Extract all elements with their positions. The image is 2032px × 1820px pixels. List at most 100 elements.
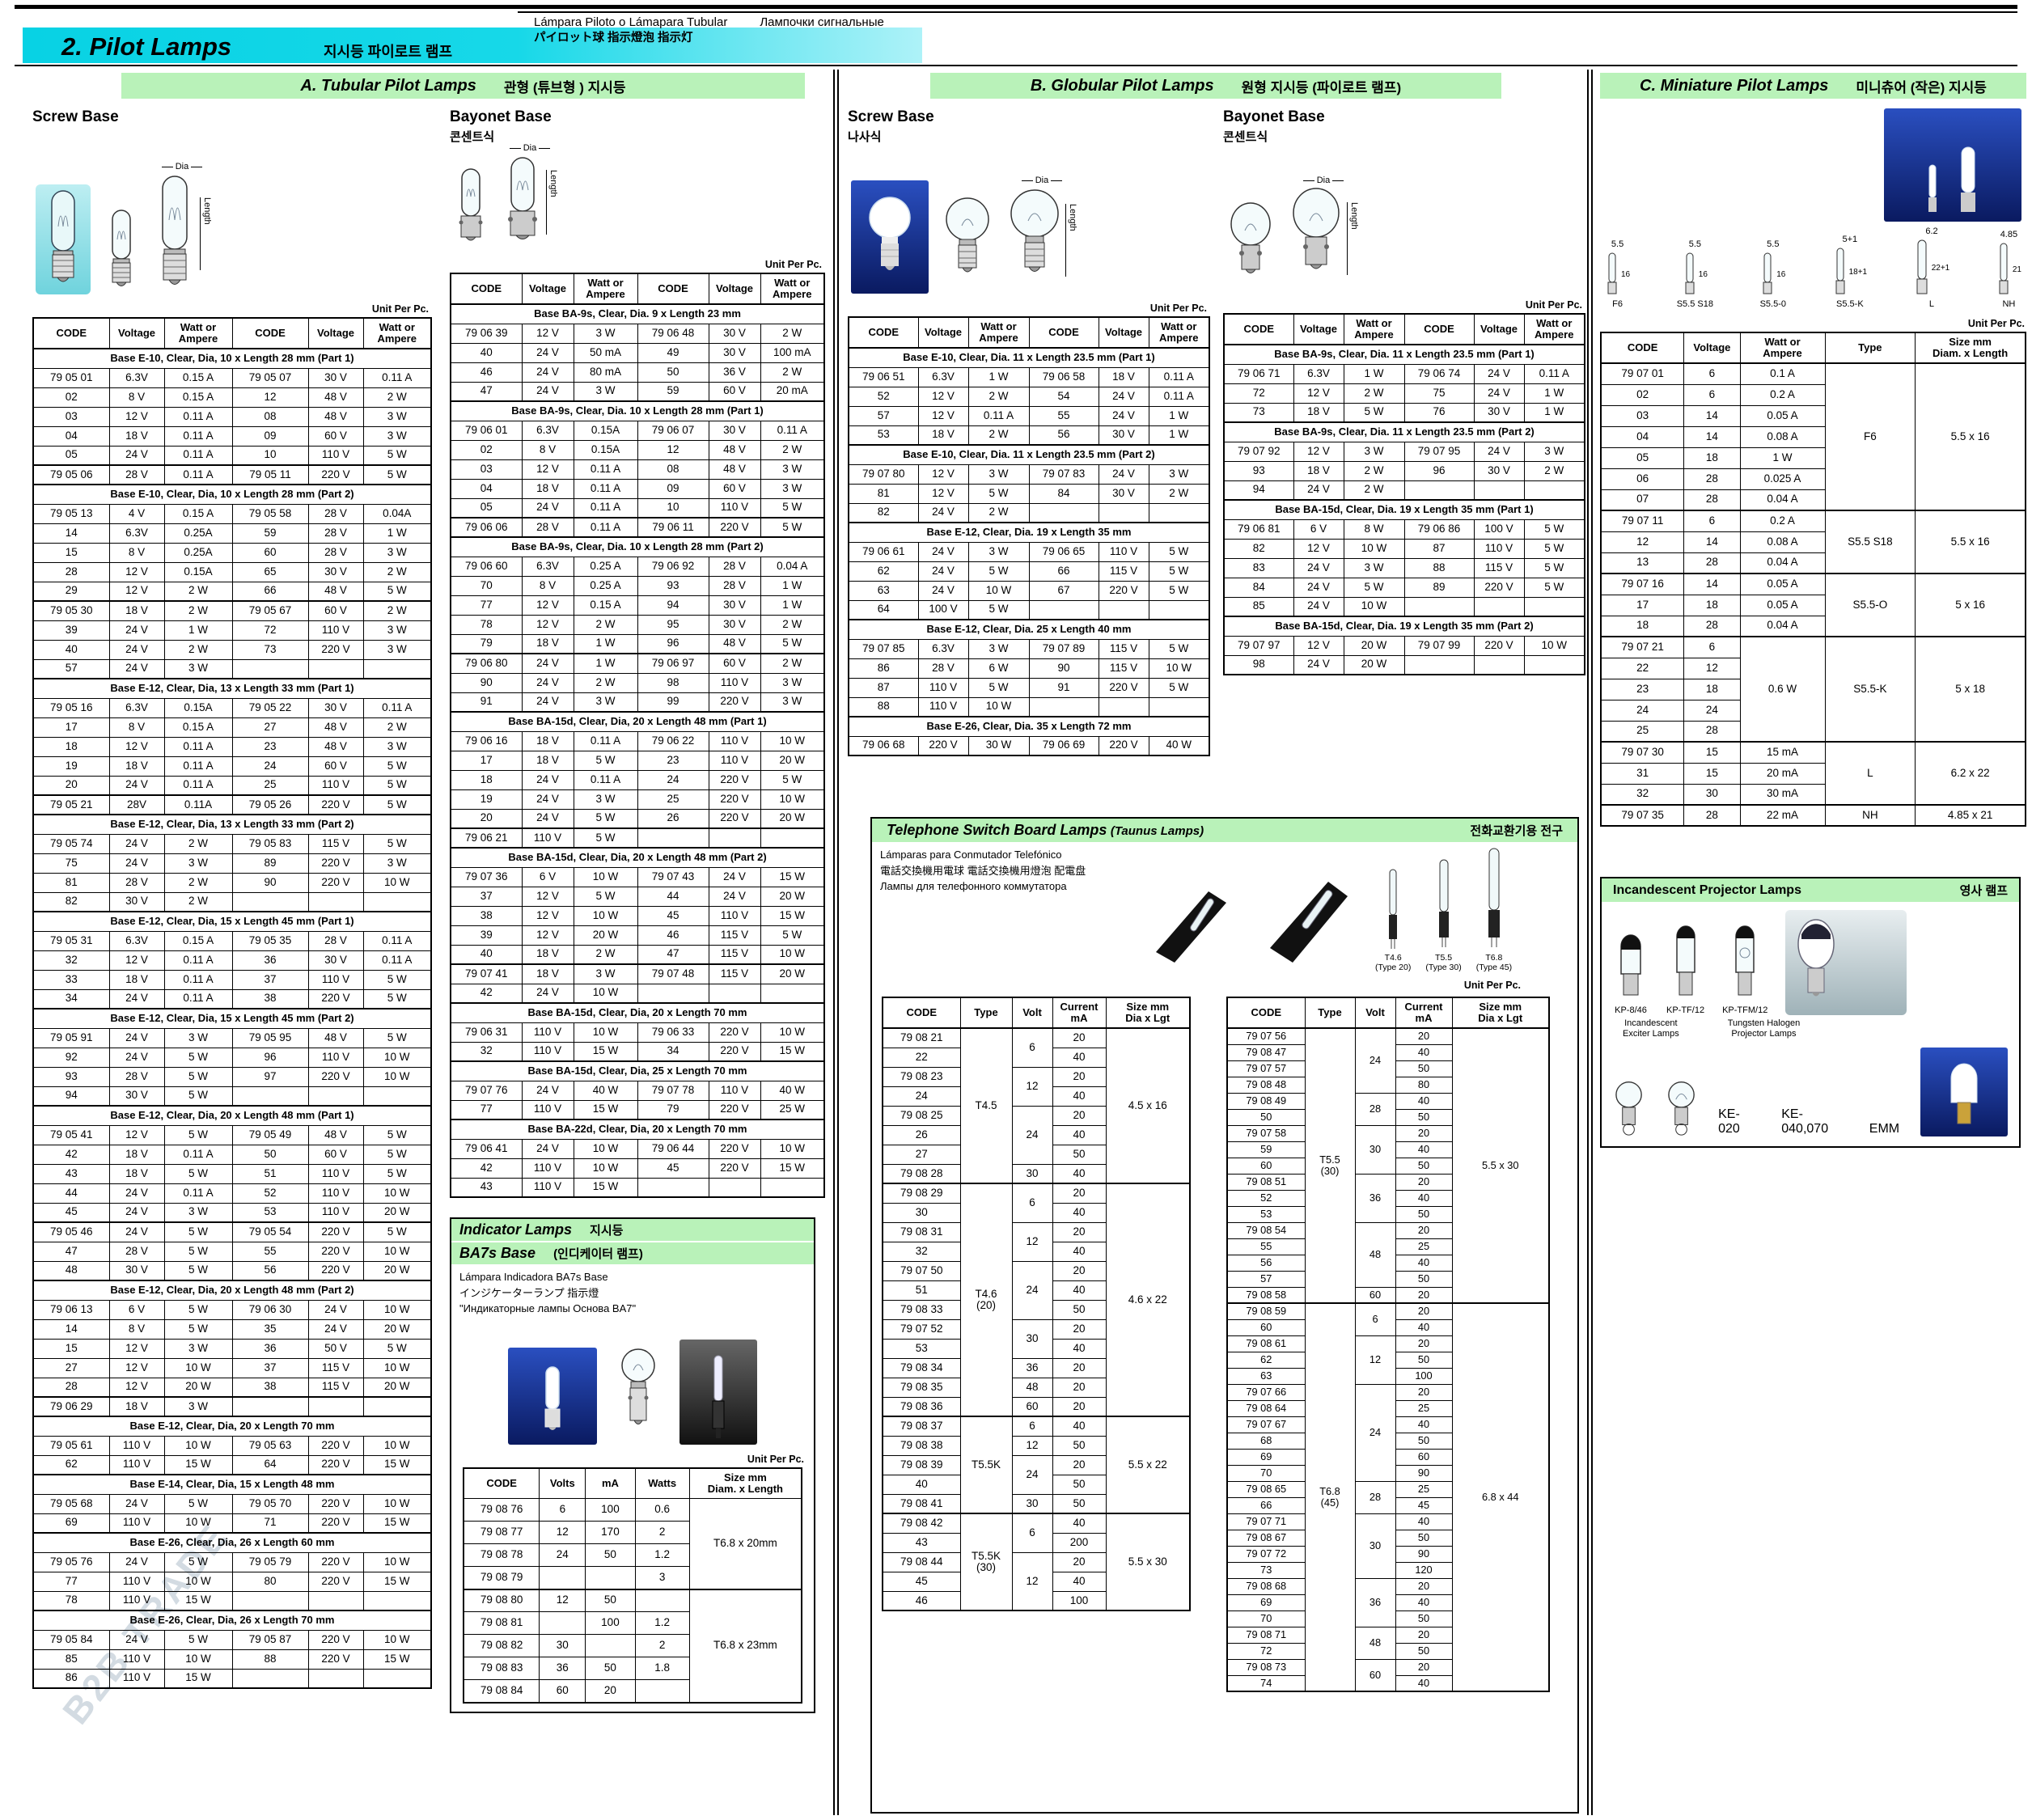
table-cell: 100 V (1474, 519, 1524, 539)
table-cell: 20 mA (760, 382, 824, 401)
spec-row: 69110 V10 W71220 V15 W (33, 1513, 431, 1533)
table-cell: 5 W (363, 970, 431, 989)
table-cell: 94 (1224, 480, 1293, 500)
table-cell: 09 (232, 426, 308, 446)
table-cell: 30 V (109, 1261, 164, 1280)
column-header: CODE (1404, 314, 1474, 345)
table-cell: 0.04A (363, 504, 431, 523)
table-cell: 115 V (1474, 558, 1524, 578)
column-header: Volt (1355, 997, 1395, 1028)
length-dimension: Length (1347, 202, 1359, 275)
block-title-row: Base BA-15d, Clear, Dia. 19 x Length 35 … (1224, 500, 1585, 519)
table-cell: 24 V (522, 673, 574, 692)
volt-cell: 6 (1012, 1183, 1052, 1222)
spec-row: 79 08 59T6.8(45)6206.8 x 44 (1227, 1303, 1549, 1319)
spec-row: 9124 V3 W99220 V3 W (451, 692, 824, 712)
block-title-row: Base BA-15d, Clear, Dia, 20 x Length 48 … (451, 848, 824, 867)
indicator-lamps-title-band: Indicator Lamps 지시등 (451, 1219, 814, 1241)
spec-row: 79 05 166.3V0.15A79 05 2230 V0.11 A (33, 698, 431, 717)
size-cell: 5.5 x 30 (1106, 1513, 1190, 1610)
table-cell: 12 (1601, 531, 1684, 552)
telephone-descriptions: Lámparas para Conmutador Telefónico 電話交換… (872, 842, 1139, 899)
table-cell: 220 V (308, 1572, 363, 1591)
spec-row: 9824 V20 W (1224, 655, 1585, 675)
table-cell: 42 (451, 984, 522, 1003)
table-cell: 67 (1029, 581, 1099, 600)
table-cell: 79 05 74 (33, 834, 109, 853)
base-spec-title: Base BA-15d, Clear, Dia. 19 x Length 35 … (1224, 500, 1585, 519)
telephone-description-cjk: 電話交換機用電球 電話交換機用燈泡 配電盘 (880, 863, 1131, 879)
table-cell: 24 V (1099, 406, 1149, 425)
table-cell: 220 V (709, 1100, 760, 1120)
spec-row: 7524 V3 W89220 V3 W (33, 853, 431, 873)
bayonet-base-spec-tables: CODEVoltageWatt orAmpereCODEVoltageWatt … (450, 273, 823, 1198)
table-cell: 6 (1684, 363, 1740, 384)
table-cell: 28 (33, 1378, 109, 1397)
column-header: CODE (1601, 332, 1684, 363)
table-cell: 27 (883, 1145, 960, 1164)
table-cell: 30 V (308, 562, 363, 582)
table-cell: 79 05 67 (232, 601, 308, 620)
table-cell (760, 828, 824, 848)
table-cell: 10 W (574, 1158, 637, 1178)
table-cell: 3 W (1344, 442, 1404, 461)
table-cell: 48 V (709, 634, 760, 654)
block-title-row: Base BA-9s, Clear, Dia. 10 x Length 28 m… (451, 401, 824, 421)
spec-row: 79 07 8012 V3 W79 07 8324 V3 W (849, 464, 1209, 484)
column-header: mA (586, 1468, 635, 1499)
table-cell: 28 V (109, 1242, 164, 1261)
table-cell: 28 V (109, 465, 164, 485)
spec-row: 79 06 1618 V0.11 A79 06 22110 V10 W (451, 731, 824, 751)
base-spec-title: Base BA-15d, Clear, Dia, 20 x Length 48 … (451, 712, 824, 731)
type-cell: S5.5 S18 (1825, 510, 1916, 574)
table-cell: 2 W (574, 615, 637, 634)
table-cell: 28 V (308, 931, 363, 950)
indicator-spec-table: CODEVoltsmAWattsSize mmDiam. x Length79 … (463, 1467, 802, 1704)
table-cell: 13 (1601, 552, 1684, 574)
table-cell: 30 V (308, 368, 363, 387)
volt-cell: 12 (1355, 1335, 1395, 1384)
table-cell: 50 (1395, 1158, 1452, 1174)
base-spec-title: Base E-26, Clear, Dia. 35 x Length 72 mm (849, 717, 1209, 736)
table-cell: 40 (451, 343, 522, 362)
table-cell: 60 V (308, 1145, 363, 1164)
table-cell: 90 (1395, 1546, 1452, 1562)
table-cell: 110 V (709, 906, 760, 925)
table-cell: 28 (1684, 805, 1740, 826)
base-spec-title: Base E-10, Clear, Dia. 11 x Length 23.5 … (849, 348, 1209, 367)
indicator-description-japanese: インジケーターランプ 指示燈 (459, 1285, 806, 1302)
table-cell: 60 (1395, 1449, 1452, 1465)
table-cell: 2 W (968, 503, 1029, 523)
table-cell: 24 V (522, 343, 574, 362)
table-cell: 220 V (308, 465, 363, 485)
section-divider (833, 70, 835, 1815)
table-cell: 115 V (709, 925, 760, 945)
size-cell: 5 x 16 (1916, 574, 2026, 637)
table-cell: 0.11 A (1149, 367, 1209, 387)
section-divider (837, 70, 839, 1815)
ba7s-base-label: BA7s Base (459, 1245, 536, 1262)
table-cell: 55 (1029, 406, 1099, 425)
table-cell: 1 W (1149, 406, 1209, 425)
tubular-bulb-icon (42, 188, 84, 291)
table-cell: 40 (33, 640, 109, 659)
table-cell: 3 (635, 1567, 689, 1589)
table-cell: 66 (1029, 561, 1099, 581)
table-cell: 2 W (760, 654, 824, 673)
lamp-spec-table: CODEVoltageWatt orAmpereCODEVoltageWatt … (848, 316, 1210, 756)
table-cell: 26 (637, 809, 709, 828)
table-cell: 82 (849, 503, 918, 523)
table-cell: 220 V (308, 1630, 363, 1649)
table-cell: 79 05 61 (33, 1436, 109, 1455)
spec-row: 32110 V15 W34220 V15 W (451, 1042, 824, 1061)
subtitle-russian: Лампочки сигнальные (760, 15, 884, 29)
header-row: CODETypeVoltCurrentmASize mmDia x Lgt (883, 997, 1190, 1028)
table-cell (363, 1591, 431, 1610)
table-cell: 6.3V (918, 367, 968, 387)
table-cell: 2 W (574, 945, 637, 964)
type-cell: T5.5K (960, 1416, 1012, 1513)
table-cell: 0.04 A (1740, 489, 1825, 510)
type-cell: S5.5-O (1825, 574, 1916, 637)
table-cell: 2 W (1344, 461, 1404, 480)
column-header: Voltage (1474, 314, 1524, 345)
